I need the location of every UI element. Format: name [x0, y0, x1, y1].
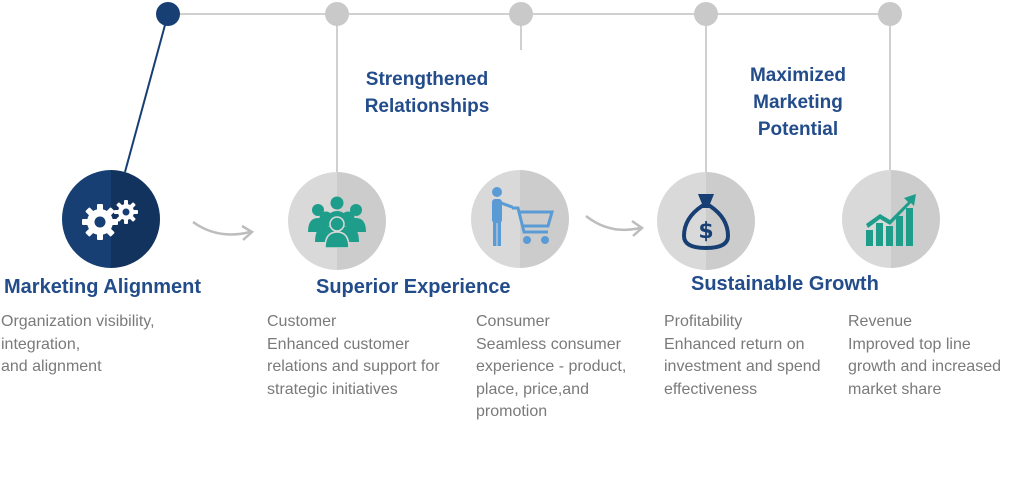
marketing-alignment-heading: Marketing Alignment — [4, 276, 202, 298]
money-bag-icon: $ — [681, 194, 731, 251]
flow-arrow-2 — [585, 215, 641, 232]
consumer-description: Consumer Seamless consumer experience - … — [476, 313, 627, 420]
alignment-circle — [62, 170, 160, 268]
flow-arrow-2-head — [631, 219, 645, 237]
maximized-marketing-potential-label: Maximized Marketing Potential — [749, 65, 847, 140]
timeline-node — [325, 2, 349, 26]
strengthened-relationships-label: Strengthened Relationships — [364, 69, 490, 117]
revenue-description: Revenue Improved top line growth and inc… — [848, 313, 1001, 398]
svg-text:$: $ — [698, 219, 713, 244]
profitability-circle: $ — [657, 172, 755, 270]
people-group-icon — [308, 196, 366, 248]
timeline-node — [509, 2, 533, 26]
flow-arrow-1-head — [241, 224, 255, 241]
organization-description: Organization visibility, integration, an… — [1, 313, 155, 375]
gears-icon — [82, 200, 138, 240]
sustainable-growth-heading: Sustainable Growth — [691, 273, 879, 295]
shopping-cart-icon — [492, 187, 554, 246]
timeline-node — [694, 2, 718, 26]
flow-arrow-1 — [192, 220, 251, 236]
connector-alignment — [124, 13, 169, 173]
timeline-node — [878, 2, 902, 26]
growth-chart-icon — [866, 194, 916, 246]
consumer-circle — [471, 170, 569, 268]
timeline-node-active — [156, 2, 180, 26]
experience-circle — [288, 172, 386, 270]
revenue-circle — [842, 170, 940, 268]
profitability-description: Profitability Enhanced return on investm… — [664, 313, 821, 398]
customer-description: Customer Enhanced customer relations and… — [267, 313, 440, 398]
superior-experience-heading: Superior Experience — [316, 276, 511, 298]
